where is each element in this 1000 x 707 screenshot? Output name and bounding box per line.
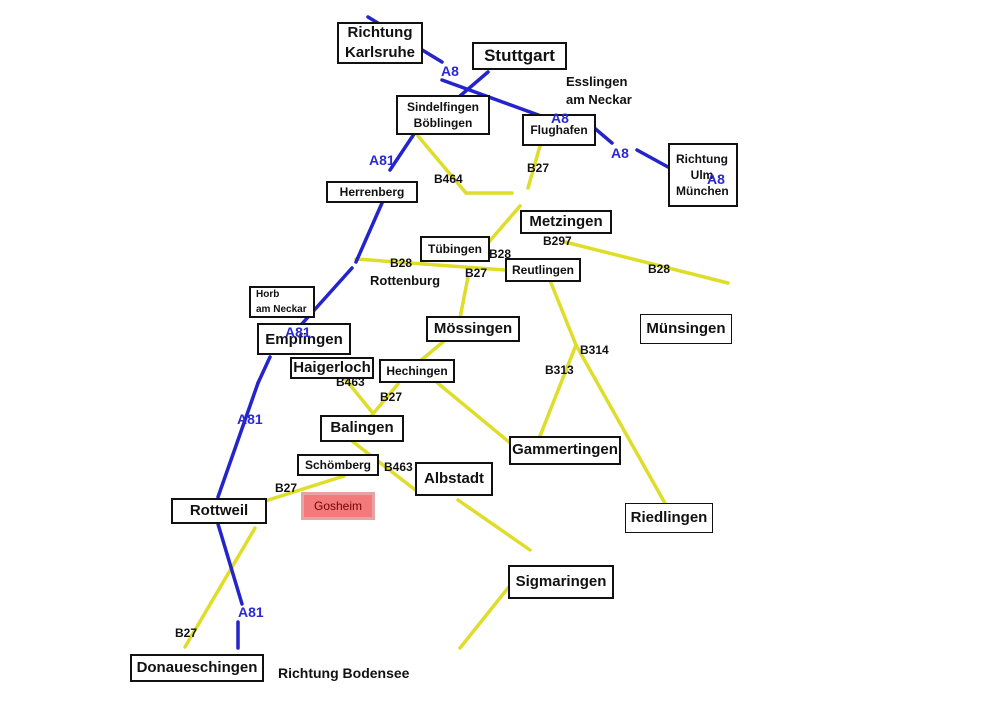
road-b464	[416, 134, 468, 195]
label-b27-hechingen: B27	[380, 390, 403, 404]
label-a8-east: A8	[611, 145, 629, 161]
place-moessingen: Mössingen	[426, 316, 520, 342]
place-gammertingen: Gammertingen	[509, 436, 621, 465]
label-b28-tuebingen: B28	[489, 247, 512, 261]
place-gosheim-highlight: Gosheim	[301, 492, 375, 520]
place-herrenberg: Herrenberg	[326, 181, 418, 203]
place-rottenburg: Rottenburg	[370, 273, 441, 288]
label-b27-north: B27	[527, 161, 550, 175]
label-b313: B313	[545, 363, 574, 377]
place-stuttgart: Stuttgart	[472, 42, 567, 70]
place-balingen: Balingen	[320, 415, 404, 442]
place-richtung-karlsruhe: Richtung Karlsruhe	[337, 22, 423, 64]
label-b27-reutlingen: B27	[465, 266, 488, 280]
place-sigmaringen: Sigmaringen	[508, 565, 614, 599]
road-a8-east-b	[635, 148, 670, 169]
place-sindelfingen-boeblingen: Sindelfingen Böblingen	[396, 95, 490, 135]
road-a81-mid	[256, 355, 272, 385]
road-albstadt-sigmaringen	[456, 498, 532, 552]
place-haigerloch: Haigerloch	[290, 357, 374, 379]
place-tuebingen: Tübingen	[420, 236, 490, 262]
road-a81-herrenberg	[354, 201, 384, 264]
place-hechingen: Hechingen	[379, 359, 455, 383]
road-b27-north	[526, 144, 542, 190]
road-b28-west	[354, 257, 507, 272]
label-a8-ulm: A8	[707, 171, 725, 187]
place-reutlingen: Reutlingen	[505, 258, 581, 282]
road-b27-moessingen	[458, 275, 470, 320]
muenchen-text: München	[676, 184, 729, 199]
road-b313-b	[538, 343, 578, 438]
label-b463-south: B463	[384, 460, 413, 474]
place-riedlingen: Riedlingen	[625, 503, 713, 533]
label-b314: B314	[580, 343, 609, 357]
road-b314	[574, 343, 668, 507]
label-b464: B464	[434, 172, 463, 186]
label-b28-rottenburg: B28	[390, 256, 413, 270]
label-a81-south: A81	[238, 604, 264, 620]
place-flughafen: Flughafen	[522, 114, 596, 146]
label-b297: B297	[543, 234, 572, 248]
label-a81-empfingen: A81	[285, 324, 311, 340]
label-a81-north: A81	[369, 152, 395, 168]
road-b463-south	[350, 439, 420, 494]
label-b27-rottweil: B27	[275, 481, 298, 495]
place-schoemberg: Schömberg	[297, 454, 379, 476]
road-b313	[547, 276, 578, 347]
road-b27-balingen	[370, 382, 400, 417]
place-richtung-ulm-muenchen: Richtung Ulm München	[668, 143, 738, 207]
place-esslingen: Esslingen am Neckar	[566, 74, 632, 108]
label-b463-north: B463	[336, 375, 365, 389]
label-a8-karlsruhe: A8	[441, 63, 459, 79]
road-a81-rottweil	[216, 522, 244, 606]
label-b27-south: B27	[175, 626, 198, 640]
road-sigmaringen-south	[458, 586, 510, 650]
place-horb: Horb am Neckar	[249, 286, 315, 318]
place-albstadt: Albstadt	[415, 462, 493, 496]
place-muensingen: Münsingen	[640, 314, 732, 344]
label-a8-flughafen: A8	[551, 110, 569, 126]
label-b28-east: B28	[648, 262, 671, 276]
place-metzingen: Metzingen	[520, 210, 612, 234]
place-donaueschingen: Donaueschingen	[130, 654, 264, 682]
place-empfingen: Empfingen	[257, 323, 351, 355]
label-a81-mid: A81	[237, 411, 263, 427]
road-b27-schoemberg	[260, 474, 346, 504]
road-a81-south	[216, 381, 260, 499]
road-a8-stuttgart	[458, 70, 490, 98]
richtung-ulm-text: Richtung Ulm	[676, 151, 728, 182]
road-b297	[563, 240, 730, 285]
place-rottweil: Rottweil	[171, 498, 267, 524]
road-a81-north	[388, 132, 416, 172]
road-b27-south	[183, 526, 257, 649]
place-richtung-bodensee: Richtung Bodensee	[278, 665, 410, 681]
road-hechingen-gammertingen	[432, 378, 517, 449]
